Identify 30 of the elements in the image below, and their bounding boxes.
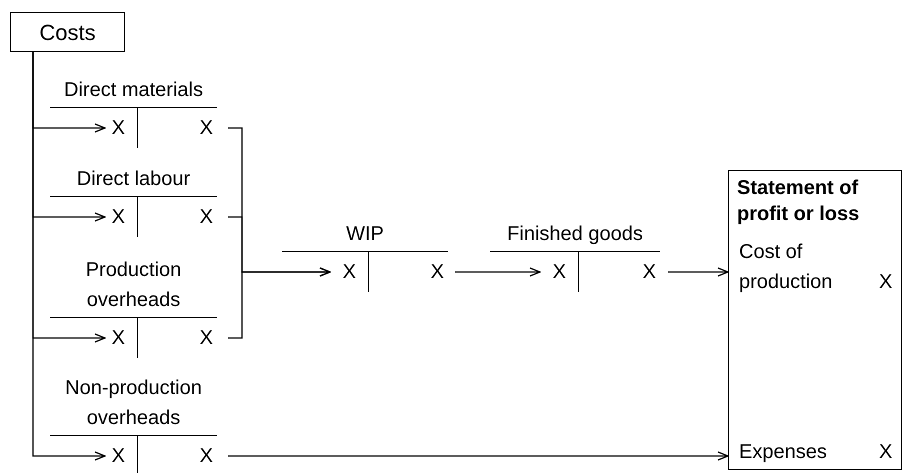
account-title: Direct labour	[76, 167, 192, 192]
statement-box	[728, 170, 902, 470]
debit-amount: X	[552, 260, 566, 285]
credit-amount: X	[430, 260, 444, 285]
credit-amount: X	[200, 326, 213, 351]
amount: X	[879, 270, 892, 295]
arrow	[228, 267, 331, 339]
credit-amount: X	[642, 260, 656, 285]
line-item: Cost of production	[739, 240, 834, 295]
credit-amount: X	[200, 116, 213, 141]
amount: X	[879, 440, 892, 465]
account-title: WIP	[345, 222, 385, 247]
cost-box: Costs	[10, 12, 125, 52]
line-item: Expenses	[739, 440, 827, 465]
account-title: Finished goods	[506, 222, 644, 247]
debit-amount: X	[112, 326, 125, 351]
statement-heading: Statement of profit or loss	[737, 176, 860, 227]
account-title: Direct materials	[63, 78, 204, 103]
debit-amount: X	[112, 205, 125, 230]
credit-amount: X	[200, 205, 213, 230]
account-title: Production overheads	[84, 258, 182, 313]
arrow	[455, 267, 541, 277]
arrow	[228, 451, 729, 461]
debit-amount: X	[112, 444, 125, 469]
account-title: Non-production overheads	[64, 376, 203, 431]
credit-amount: X	[200, 444, 213, 469]
arrow	[32, 52, 106, 461]
arrow	[668, 267, 729, 277]
debit-amount: X	[342, 260, 356, 285]
debit-amount: X	[112, 116, 125, 141]
